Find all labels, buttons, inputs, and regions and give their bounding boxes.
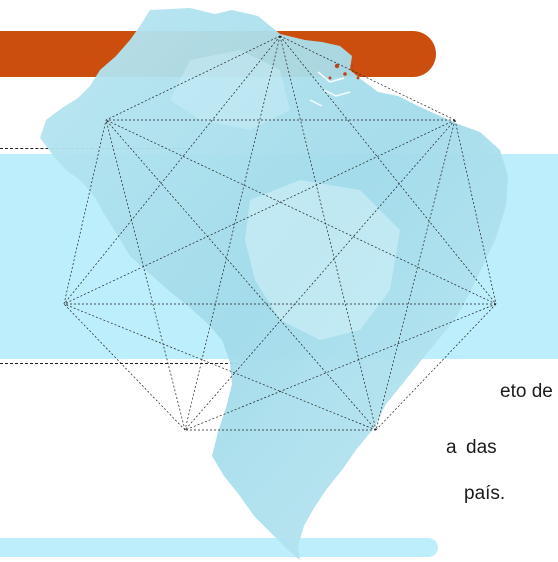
map-highlight-region xyxy=(245,180,400,340)
dashed-guide-line-middle xyxy=(0,363,238,364)
cyan-footer-strip xyxy=(0,538,438,557)
graph-edge xyxy=(63,119,456,305)
text-fragment-line2-b: das xyxy=(466,437,497,458)
map-highlight-region-north xyxy=(170,50,290,130)
graph-edge xyxy=(279,35,377,431)
text-fragment-line3: país. xyxy=(464,483,506,504)
text-fragment-line1: eto de xyxy=(500,381,553,402)
graph-edge xyxy=(105,119,377,431)
text-fragment-line2-a: a xyxy=(446,437,457,458)
graph-edge xyxy=(184,35,281,431)
graph-edge xyxy=(375,119,456,431)
graph-edge xyxy=(454,119,497,305)
amazon-delta-marks xyxy=(309,71,351,107)
graph-edge xyxy=(279,35,497,305)
graph-edge xyxy=(375,303,497,431)
graph-edge xyxy=(63,35,281,305)
heptagon-complete-graph xyxy=(63,35,497,431)
graph-edge xyxy=(105,119,186,431)
graph-edge xyxy=(184,119,456,431)
graph-edge xyxy=(279,35,456,121)
graph-edge xyxy=(63,119,107,305)
delta-red-dots xyxy=(328,63,360,80)
graph-edge xyxy=(105,35,281,121)
graph-edge xyxy=(63,303,377,431)
graph-edge xyxy=(63,303,186,431)
